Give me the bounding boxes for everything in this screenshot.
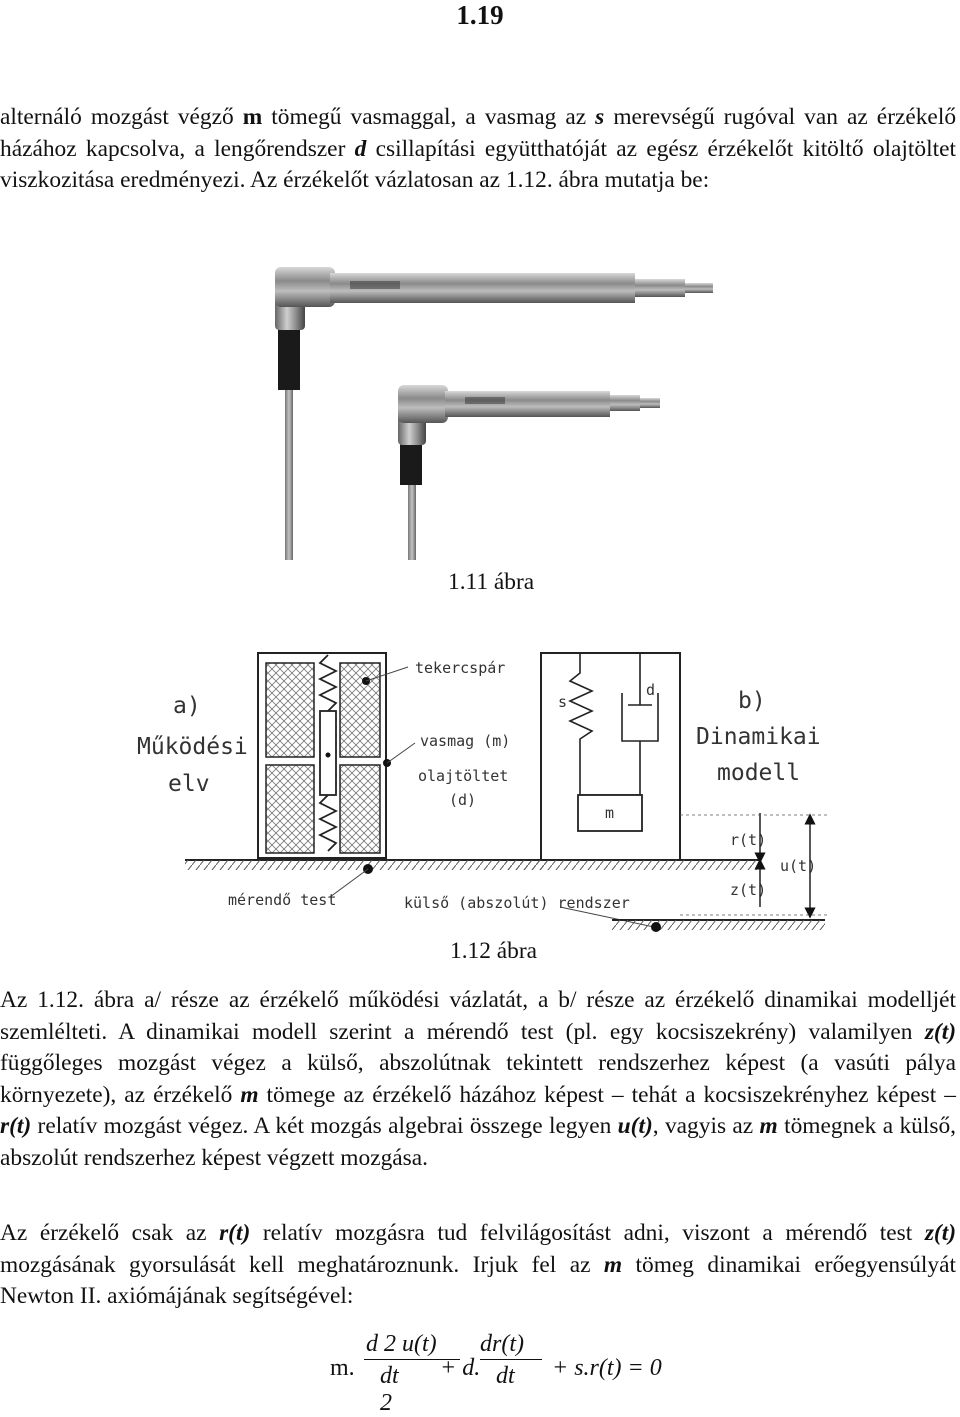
z-t-label: z(t) <box>730 881 766 899</box>
olajtoltet-label: olajtöltet <box>418 767 508 785</box>
s-label: s <box>558 693 567 711</box>
label-a: a) <box>173 693 201 719</box>
emphasis-text: s <box>595 104 605 130</box>
eq-den1: dt 2 <box>380 1363 399 1416</box>
emphasis-text: z(t) <box>924 1018 956 1045</box>
eq-fraction-bar-2 <box>480 1359 542 1360</box>
sensor-photo <box>240 245 720 560</box>
tekercspar-label: tekercspár <box>415 659 505 677</box>
newton-paragraph: Az érzékelő csak az r(t) relatív mozgásr… <box>0 1220 956 1309</box>
eq-fraction-bar-1 <box>364 1359 460 1360</box>
eq-num1: d 2 u(t) <box>366 1331 437 1357</box>
emphasis-text: m <box>603 1251 623 1278</box>
sensor-diagram: a) Működési elv tekercspár vasmag (m) ol… <box>137 652 830 932</box>
emphasis-text: r(t) <box>0 1113 32 1139</box>
m-label: m <box>605 804 614 822</box>
emphasis-text: m <box>242 104 263 130</box>
label-b-line1: Dinamikai <box>696 724 821 750</box>
label-a-line2: elv <box>168 771 210 797</box>
eq-rest: + s.r(t) = 0 <box>552 1355 662 1381</box>
eq-den2: dt <box>496 1363 515 1389</box>
vasmag-label: vasmag (m) <box>420 732 510 750</box>
description-paragraph: Az 1.12. ábra a/ része az érzékelő működ… <box>0 987 957 1171</box>
d-label: d <box>646 681 655 699</box>
eq-m: m. <box>330 1355 355 1381</box>
label-a-line1: Működési <box>137 734 248 760</box>
label-b-line2: modell <box>717 760 800 786</box>
emphasis-text: u(t) <box>617 1113 653 1139</box>
emphasis-text: d <box>354 135 367 162</box>
r-t-label: r(t) <box>730 831 766 849</box>
emphasis-text: m <box>240 1081 259 1108</box>
emphasis-text: z(t) <box>924 1220 956 1246</box>
eq-num2: dr(t) <box>480 1331 524 1357</box>
emphasis-text: m <box>759 1113 778 1139</box>
u-t-label: u(t) <box>780 857 816 875</box>
olajtoltet-d-label: (d) <box>449 791 476 809</box>
kulso-rendszer-label: külső (abszolút) rendszer <box>404 894 630 912</box>
intro-paragraph: alternáló mozgást végző m tömegű vasmagg… <box>0 104 957 193</box>
merendo-test-label: mérendő test <box>228 891 336 909</box>
emphasis-text: r(t) <box>219 1220 251 1246</box>
page-number: 1.19 <box>456 0 504 30</box>
figure-2-caption: 1.12 ábra <box>450 938 538 964</box>
label-b: b) <box>738 688 766 714</box>
eq-plus1: + d. <box>440 1355 481 1381</box>
figure-1-caption: 1.11 ábra <box>448 569 535 595</box>
